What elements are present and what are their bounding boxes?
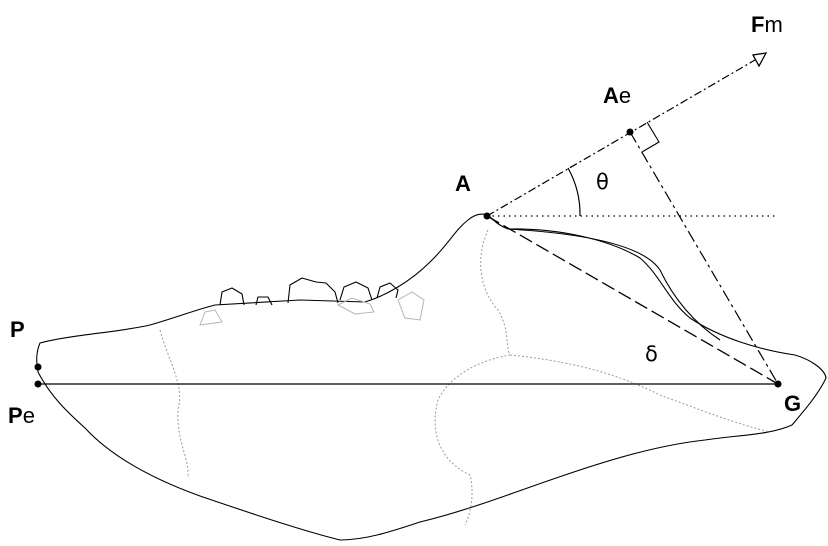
muscle-force-line	[486, 59, 756, 217]
label-ae: Ae	[603, 83, 631, 108]
label-a: A	[455, 171, 471, 196]
label-p: P	[10, 317, 25, 342]
tooth-roots-gray	[199, 291, 425, 326]
suture-line-mid	[509, 354, 771, 433]
point-pe	[34, 380, 42, 388]
theta-angle-arc	[567, 167, 581, 217]
a-to-g-line	[486, 215, 779, 385]
fm-arrowhead	[751, 52, 768, 68]
coronoid-inner-contour	[507, 228, 721, 341]
point-ae	[626, 128, 634, 136]
suture-line-anterior	[159, 329, 189, 479]
jaw-bone-outline	[36, 213, 827, 541]
label-theta: θ	[596, 170, 609, 194]
suture-line-posterior	[434, 229, 511, 526]
tooth-row	[219, 277, 399, 306]
label-fm: Fm	[751, 12, 783, 37]
moment-arm-line	[629, 131, 779, 385]
label-pe: Pe	[8, 403, 35, 428]
label-g: G	[784, 391, 801, 416]
label-delta: δ	[645, 342, 658, 366]
point-a	[483, 212, 491, 220]
right-angle-marker	[641, 121, 660, 153]
point-g	[774, 380, 782, 388]
point-p	[34, 363, 42, 371]
